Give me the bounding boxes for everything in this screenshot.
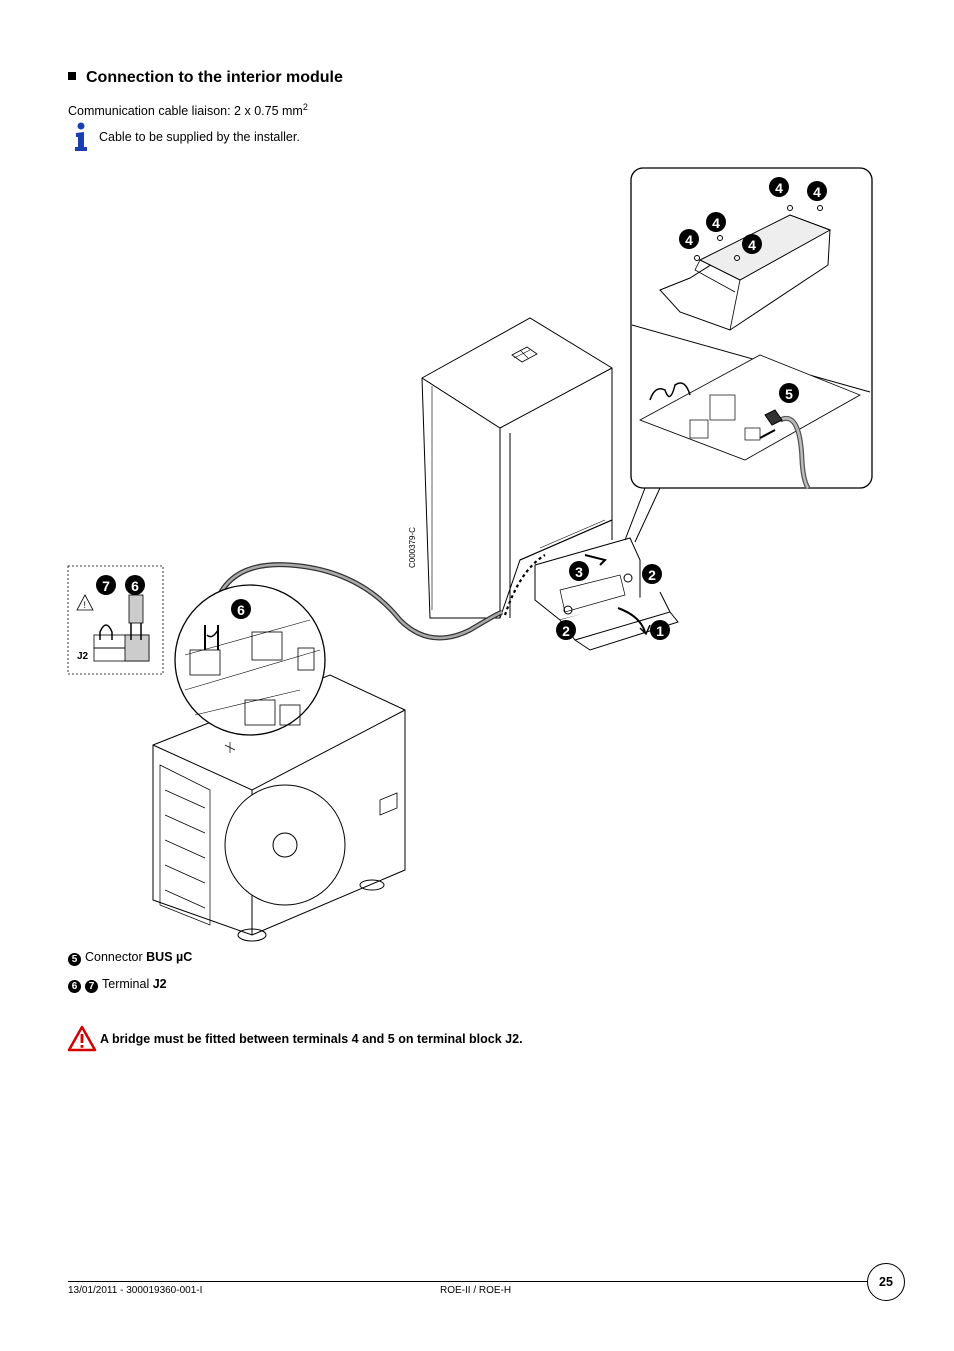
- callout-1: 1: [650, 620, 670, 640]
- info-note: Cable to be supplied by the installer.: [99, 130, 300, 144]
- svg-text:5: 5: [785, 386, 793, 402]
- callout-6b: 6: [125, 575, 145, 595]
- svg-text:4: 4: [813, 184, 821, 200]
- svg-text:7: 7: [102, 578, 110, 594]
- warning-text: A bridge must be fitted between terminal…: [100, 1032, 523, 1046]
- svg-text:2: 2: [562, 623, 570, 639]
- callout-4d: 4: [679, 229, 699, 249]
- callout-5: 5: [779, 383, 799, 403]
- svg-text:2: 2: [648, 567, 656, 583]
- callout-4b: 4: [807, 181, 827, 201]
- page-number: 25: [867, 1263, 905, 1301]
- svg-text:4: 4: [712, 215, 720, 231]
- section-heading: Connection to the interior module: [68, 69, 343, 87]
- svg-text:4: 4: [748, 237, 756, 253]
- cable-spec-superscript: 2: [302, 102, 308, 112]
- callout-4a: 4: [769, 177, 789, 197]
- svg-text:1: 1: [656, 623, 664, 639]
- callout-4e: 4: [742, 234, 762, 254]
- section-title: Connection to the interior module: [86, 69, 343, 86]
- front-panel-illustration: [534, 537, 679, 651]
- square-bullet-icon: [68, 72, 76, 80]
- svg-text:4: 4: [775, 180, 783, 196]
- j2-label: J2: [77, 651, 89, 662]
- svg-text:6: 6: [131, 578, 139, 594]
- legend-bold: BUS µC: [146, 950, 193, 964]
- callout-2a: 2: [556, 620, 576, 640]
- cable-spec-text: Communication cable liaison: 2 x 0.75 mm: [68, 104, 303, 119]
- svg-text:6: 6: [237, 602, 245, 618]
- j2-detail-illustration: !: [67, 565, 164, 675]
- legend-text: Terminal: [102, 977, 153, 991]
- detail-box-illustration: [630, 167, 873, 490]
- legend-bold: J2: [152, 977, 167, 991]
- legend-num-5: 5: [68, 953, 81, 966]
- terminal-zoom-illustration: [174, 584, 326, 736]
- callout-3: 3: [569, 561, 589, 581]
- svg-text:!: !: [84, 600, 87, 610]
- cable-spec: Communication cable liaison: 2 x 0.75 mm…: [68, 102, 308, 118]
- legend-text: Connector: [85, 950, 147, 964]
- legend-num-6: 6: [68, 980, 81, 993]
- svg-text:4: 4: [685, 232, 693, 248]
- callout-6a: 6: [231, 599, 251, 619]
- footer-doc-ref: 13/01/2011 - 300019360-001-I: [68, 1285, 203, 1296]
- interior-module-illustration: [421, 317, 613, 619]
- warning-icon: [67, 1025, 97, 1052]
- legend-num-7: 7: [85, 980, 98, 993]
- callout-7: 7: [96, 575, 116, 595]
- footer-rule: [68, 1281, 868, 1282]
- figure-code: C000379-C: [408, 527, 417, 568]
- footer-product: ROE-II / ROE-H: [440, 1285, 512, 1296]
- legend-connector: 5 Connector BUS µC: [68, 950, 192, 966]
- callout-4c: 4: [706, 212, 726, 232]
- callout-2b: 2: [642, 564, 662, 584]
- info-icon: [75, 122, 87, 151]
- callouts: 1 2 2 3 4 4 4 4 4 5 6 6 7: [96, 177, 827, 640]
- outdoor-unit-illustration: [152, 674, 406, 942]
- svg-text:3: 3: [575, 564, 583, 580]
